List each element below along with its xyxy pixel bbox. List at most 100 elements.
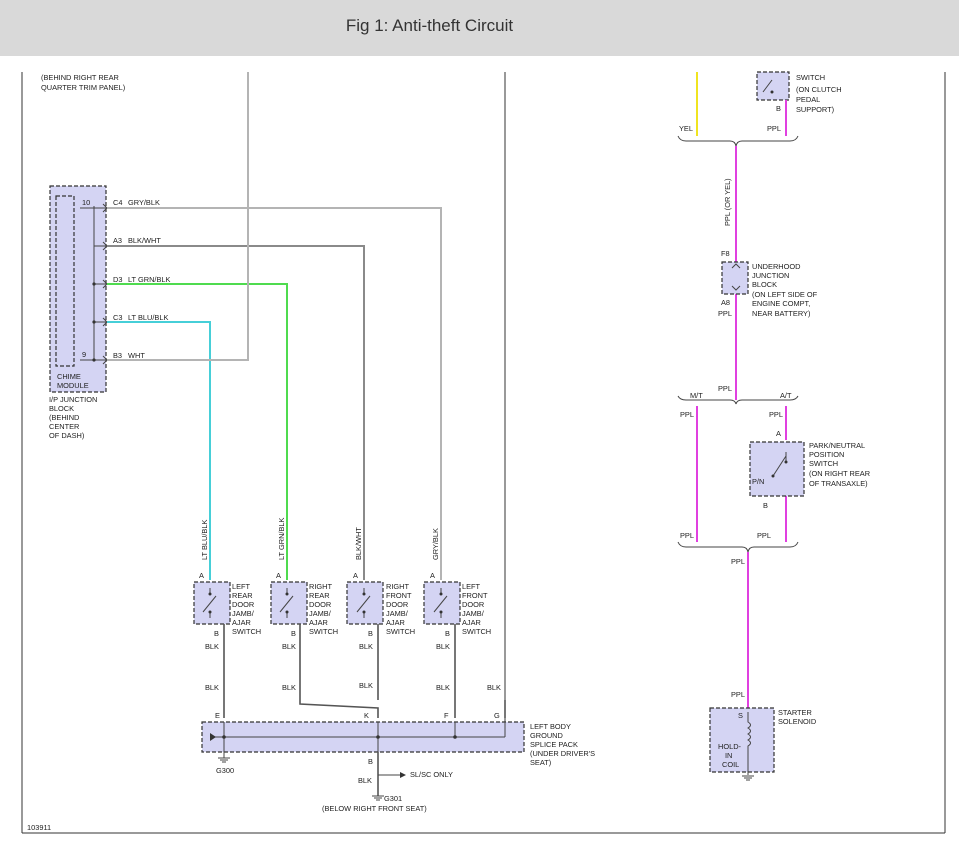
ip-block-label2: BLOCK bbox=[49, 404, 74, 413]
top-note-line2: QUARTER TRIM PANEL) bbox=[41, 83, 125, 92]
ip-block-label3: (BEHIND bbox=[49, 413, 79, 422]
switch1-blk2: BLK bbox=[205, 683, 219, 692]
clutch-label4: SUPPORT) bbox=[796, 105, 834, 114]
underhood-pin-f8: F8 bbox=[721, 249, 730, 258]
chime-inner-10: 10 bbox=[82, 198, 90, 207]
switch2-pin-a: A bbox=[276, 571, 281, 580]
bottom-branch bbox=[372, 752, 406, 801]
switch3-label1: RIGHT bbox=[386, 582, 409, 591]
switch4-blk1: BLK bbox=[436, 642, 450, 651]
pn-inner: P/N bbox=[752, 477, 764, 486]
header-bar bbox=[0, 0, 959, 56]
brace-bottom bbox=[677, 541, 799, 553]
underhood-label5: ENGINE COMPT, bbox=[752, 299, 810, 308]
pn-label2: POSITION bbox=[809, 450, 844, 459]
top-note-line1: (BEHIND RIGHT REAR bbox=[41, 73, 119, 82]
switch-right-front: A B RIGHT FRONT DOOR JAMB/ AJAR SWITCH B… bbox=[346, 571, 415, 690]
switch-left-front: A B LEFT FRONT DOOR JAMB/ AJAR SWITCH BL… bbox=[423, 571, 491, 692]
splice-pin-f: F bbox=[444, 711, 449, 720]
switch4-label1: LEFT bbox=[462, 582, 481, 591]
switch2-label6: SWITCH bbox=[309, 627, 338, 636]
switch3-label2: FRONT bbox=[386, 591, 412, 600]
ppl-label-mt: PPL bbox=[680, 410, 694, 419]
diagram-frame bbox=[21, 72, 946, 834]
clutch-label3: PEDAL bbox=[796, 95, 820, 104]
switch4-blk2: BLK bbox=[436, 683, 450, 692]
pn-label4: (ON RIGHT REAR bbox=[809, 469, 870, 478]
underhood-pin-a8: A8 bbox=[721, 298, 730, 307]
switch2-label3: DOOR bbox=[309, 600, 331, 609]
ground-g301: G301 bbox=[384, 794, 402, 803]
switch2-label4: JAMB/ bbox=[309, 609, 332, 618]
switch1-pin-b: B bbox=[214, 629, 219, 638]
starter-inner1: HOLD- bbox=[718, 742, 742, 751]
park-neutral-switch bbox=[749, 441, 805, 497]
switch-left-rear: A B LEFT REAR DOOR JAMB/ AJAR SWITCH BLK… bbox=[193, 571, 261, 692]
pin-b3: B3 bbox=[113, 351, 122, 360]
starter-label1: STARTER bbox=[778, 708, 812, 717]
wire-label-wht: WHT bbox=[128, 351, 145, 360]
vlabel-lt-grn-blk: LT GRN/BLK bbox=[277, 517, 286, 560]
wire-wht bbox=[107, 72, 249, 361]
slsc-note: SL/SC ONLY bbox=[410, 770, 453, 779]
wire-lt-grn-blk bbox=[107, 283, 288, 580]
ip-block-label1: I/P JUNCTION bbox=[49, 395, 97, 404]
chime-module: CHIME MODULE bbox=[49, 185, 107, 393]
splice-pack: E K F G B bbox=[201, 711, 525, 766]
wire-label-gry-blk-top: GRY/BLK bbox=[128, 198, 160, 207]
wire-label-blk-wht-top: BLK/WHT bbox=[128, 236, 161, 245]
wire-gry-blk bbox=[107, 207, 442, 580]
switch-right-rear: A B RIGHT REAR DOOR JAMB/ AJAR SWITCH BL… bbox=[270, 571, 338, 692]
splice-pin-k: K bbox=[364, 711, 369, 720]
splice-label4: (UNDER DRIVER'S bbox=[530, 749, 595, 758]
underhood-label4: (ON LEFT SIDE OF bbox=[752, 290, 818, 299]
splice-label1: LEFT BODY bbox=[530, 722, 571, 731]
chime-module-label1: CHIME bbox=[57, 372, 81, 381]
switch3-label5: AJAR bbox=[386, 618, 405, 627]
pn-pin-a: A bbox=[776, 429, 781, 438]
switch3-label4: JAMB/ bbox=[386, 609, 409, 618]
underhood-label3: BLOCK bbox=[752, 280, 777, 289]
ppl-label-a8: PPL bbox=[718, 309, 732, 318]
vlabel-lt-blu-blk: LT BLU/BLK bbox=[200, 520, 209, 560]
mt-label: M/T bbox=[690, 391, 703, 400]
ground-wires bbox=[223, 624, 506, 718]
pin-a3: A3 bbox=[113, 236, 122, 245]
bottom-blk: BLK bbox=[358, 776, 372, 785]
switch2-pin-b: B bbox=[291, 629, 296, 638]
ground-g300-symbol bbox=[218, 752, 230, 763]
pin-c4: C4 bbox=[113, 198, 122, 207]
wire-blk-wht bbox=[107, 245, 365, 580]
switch3-label3: DOOR bbox=[386, 600, 408, 609]
clutch-label1: SWITCH bbox=[796, 73, 825, 82]
switch4-pin-b: B bbox=[445, 629, 450, 638]
clutch-pin-b: B bbox=[776, 104, 781, 113]
figure-id: 103911 bbox=[27, 823, 51, 832]
switch1-label5: AJAR bbox=[232, 618, 251, 627]
yel-label: YEL bbox=[679, 124, 693, 133]
switch1-label3: DOOR bbox=[232, 600, 254, 609]
splice-pin-e: E bbox=[215, 711, 220, 720]
switch1-label2: REAR bbox=[232, 591, 253, 600]
brace-top bbox=[677, 135, 799, 147]
switch3-blk1: BLK bbox=[359, 642, 373, 651]
chime-module-label2: MODULE bbox=[57, 381, 89, 390]
switch4-label5: AJAR bbox=[462, 618, 481, 627]
ppl-or-yel-label: PPL (OR YEL) bbox=[723, 178, 732, 226]
page-title: Fig 1: Anti-theft Circuit bbox=[345, 16, 514, 35]
pn-pin-b: B bbox=[763, 501, 768, 510]
switch2-label5: AJAR bbox=[309, 618, 328, 627]
ppl-label-mt-bottom: PPL bbox=[680, 531, 694, 540]
switch3-pin-b: B bbox=[368, 629, 373, 638]
wire-label-lt-blu-top: LT BLU/BLK bbox=[128, 313, 168, 322]
pn-label3: SWITCH bbox=[809, 459, 838, 468]
at-label: A/T bbox=[780, 391, 792, 400]
switch1-pin-a: A bbox=[199, 571, 204, 580]
splice-pin-g: G bbox=[494, 711, 500, 720]
ground-g300: G300 bbox=[216, 766, 234, 775]
ppl-label-mid: PPL bbox=[718, 384, 732, 393]
splice-label2: GROUND bbox=[530, 731, 563, 740]
switch2-blk1: BLK bbox=[282, 642, 296, 651]
wire-lt-blu-blk bbox=[107, 321, 211, 580]
